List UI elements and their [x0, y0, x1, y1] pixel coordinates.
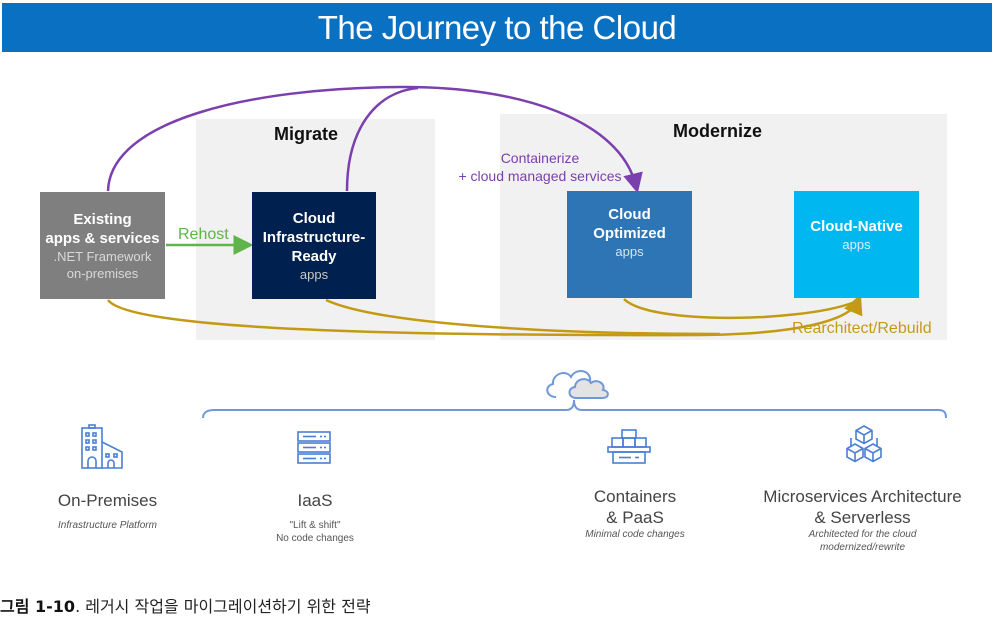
cloud-infrastructure-ready-box: Cloud Infrastructure- Ready apps [252, 192, 376, 299]
opt-title-line1: Cloud [608, 206, 651, 223]
stage-desc-line2: No code changes [276, 533, 354, 544]
existing-title-line1: Existing [73, 210, 132, 228]
stage-name-line1: Microservices Architecture [763, 487, 962, 506]
cir-title-line3: Ready [291, 247, 337, 265]
native-sub: apps [842, 237, 871, 252]
rehost-label: Rehost [178, 226, 229, 243]
containerize-label-line1: Containerize [500, 150, 580, 166]
cloud-optimized-box: Cloud Optimized apps [567, 191, 692, 298]
stage-iaas: IaaS "Lift & shift" No code changes [245, 490, 385, 545]
stage-desc-line2: modernized/rewrite [819, 542, 906, 553]
stage-microservices-serverless: Microservices Architecture & Serverless … [750, 486, 975, 554]
containerize-label-line2: + cloud managed services [458, 168, 622, 184]
native-title: Cloud-Native [810, 218, 903, 235]
rearchitect-arc-from-cir [325, 298, 721, 336]
server-rack-icon [297, 431, 331, 464]
existing-sub-line1: .NET Framework [53, 248, 152, 264]
existing-sub-line2: on-premises [66, 265, 139, 281]
figure-label: 그림 1-10 [0, 597, 76, 616]
containers-icon [607, 429, 651, 464]
stage-name-line1: Containers [593, 487, 677, 506]
diagram-title: The Journey to the Cloud [317, 8, 677, 46]
stage-desc: Minimal code changes [585, 529, 685, 540]
stage-name: On-Premises [57, 491, 158, 510]
stage-desc-line1: "Lift & shift" [289, 520, 341, 531]
cir-title-line1: Cloud [292, 209, 336, 227]
stage-name-line2: & Serverless [814, 508, 911, 527]
containerize-label: Containerize + cloud managed services [440, 149, 640, 185]
stage-desc-line1: Architected for the cloud [808, 529, 917, 540]
opt-sub: apps [615, 244, 644, 259]
migrate-heading: Migrate [274, 124, 339, 144]
stage-desc: Infrastructure Platform [58, 520, 157, 531]
figure-caption: 그림 1-10. 레거시 작업을 마이그레이션하기 위한 전략 [0, 593, 371, 617]
existing-title-line2: apps & services [45, 229, 160, 247]
title-banner: The Journey to the Cloud [2, 3, 992, 52]
rearchitect-arc-from-existing [106, 294, 863, 337]
stage-containers-paas: Containers & PaaS Minimal code changes [560, 486, 710, 541]
caption-text: . 레거시 작업을 마이그레이션하기 위한 전략 [75, 597, 371, 616]
opt-title-line2: Optimized [593, 225, 666, 242]
modernize-heading: Modernize [673, 121, 763, 141]
stage-name: IaaS [297, 491, 333, 510]
cloud-icon [546, 370, 609, 399]
rearchitect-label: Rearchitect/Rebuild [792, 320, 932, 337]
platform-brace [202, 399, 947, 419]
containerize-arc-from-existing [106, 85, 643, 194]
existing-apps-box: Existing apps & services .NET Framework … [40, 192, 165, 299]
microservices-icon [846, 425, 882, 463]
cir-title-line2: Infrastructure- [262, 228, 366, 246]
stage-on-premises: On-Premises Infrastructure Platform [40, 490, 175, 532]
cir-sub: apps [299, 266, 329, 282]
stage-name-line2: & PaaS [606, 508, 664, 527]
building-icon [81, 424, 123, 469]
containerize-arc-from-cir [345, 86, 419, 192]
rearchitect-arc-from-optimized [623, 298, 853, 320]
cloud-native-box: Cloud-Native apps [794, 191, 919, 298]
